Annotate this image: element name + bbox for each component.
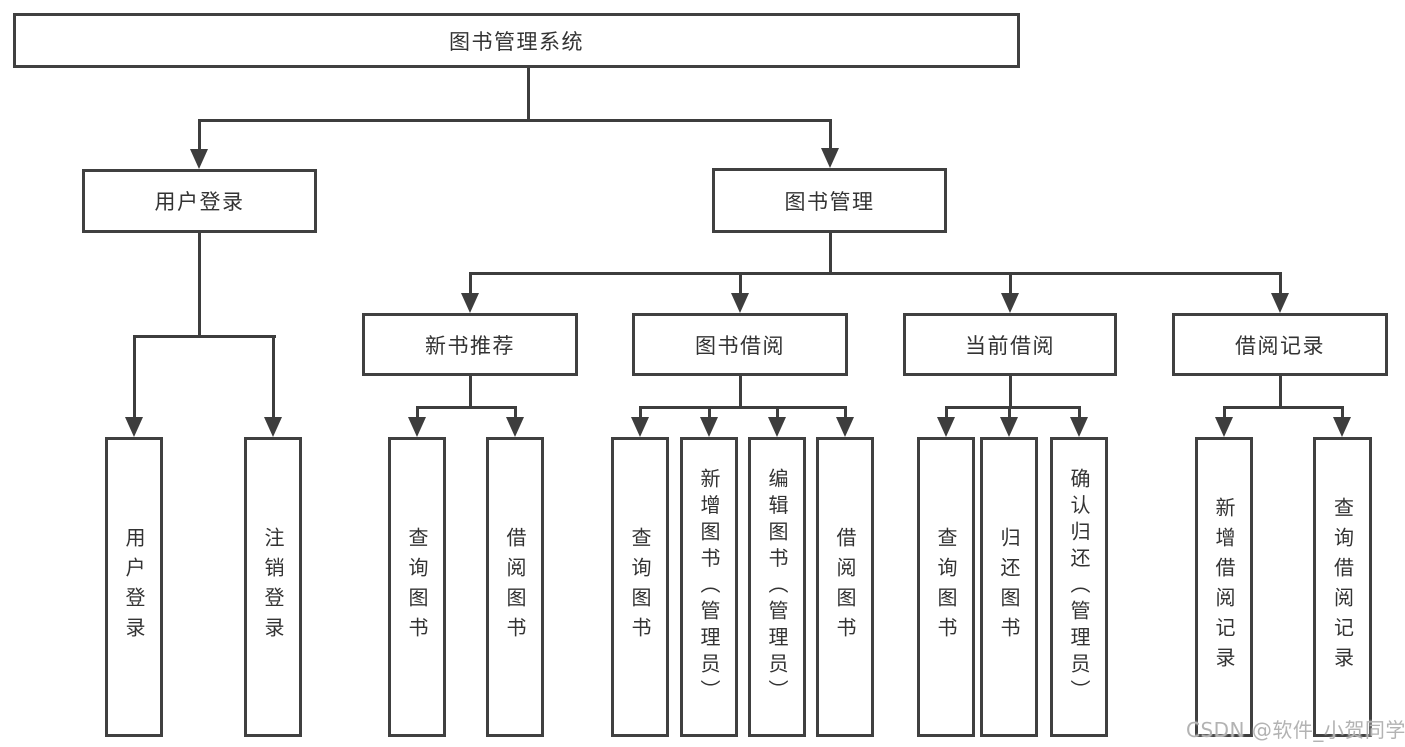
node-borrowing-records: 借阅记录 [1172,313,1388,376]
connector-current-borrowing-stem [1008,273,1012,298]
connector-level2-hline [197,118,832,122]
connector-borrowing-drop-vline [738,376,742,409]
connector-leaf-user-login-stem [132,336,136,421]
connector-user-login-drop-vline [197,233,201,338]
node-leaf-current-confirm-return-label: 确认归还（管理员） [1067,468,1091,706]
connector-current-query-stem [944,407,948,422]
connector-root-drop-vline [526,68,530,121]
node-leaf-records-query-record-label: 查询借阅记录 [1330,497,1355,677]
node-leaf-user-login: 用户登录 [105,437,163,737]
node-leaf-records-query-record: 查询借阅记录 [1313,437,1372,737]
arrow-to-book-borrowing [731,293,749,313]
node-leaf-borrowing-add-book-label: 新增图书（管理员） [697,468,721,706]
node-user-login: 用户登录 [82,169,317,233]
node-leaf-current-query-book: 查询图书 [917,437,975,737]
csdn-watermark: CSDN @软件_小贺同学 [1186,718,1405,742]
node-leaf-current-return-book-label: 归还图书 [997,527,1021,647]
connector-user-login-stem [197,120,201,160]
node-leaf-logout: 注销登录 [244,437,302,737]
node-leaf-borrowing-borrow-book: 借阅图书 [816,437,874,737]
node-leaf-borrowing-edit-book: 编辑图书（管理员） [748,437,806,737]
node-borrowing-records-label: 借阅记录 [1235,333,1325,358]
node-leaf-borrowing-add-book: 新增图书（管理员） [680,437,738,737]
node-leaf-borrowing-edit-book-label: 编辑图书（管理员） [765,468,789,706]
node-new-book-recommend: 新书推荐 [362,313,578,376]
connector-leaf-logout-stem [271,336,275,421]
connector-current-hline [944,405,1081,409]
arrow-to-records-query-record [1333,417,1351,437]
node-book-borrowing: 图书借阅 [632,313,848,376]
node-leaf-current-confirm-return: 确认归还（管理员） [1050,437,1108,737]
connector-new-book-recommend-stem [468,273,472,298]
node-book-management-label: 图书管理 [784,189,875,214]
arrow-to-current-query-book [937,417,955,437]
connector-recommend-query-stem [415,407,419,422]
connector-book-management-stem [828,120,832,160]
node-book-borrowing-label: 图书借阅 [695,333,785,358]
arrow-to-new-book-recommend [461,293,479,313]
connector-borrowing-query-stem [638,407,642,422]
connector-borrowing-edit-stem [775,407,779,422]
connector-records-hline [1222,405,1344,409]
arrow-to-user-login [190,149,208,169]
node-leaf-current-query-book-label: 查询图书 [934,527,958,647]
arrow-to-borrowing-records [1271,293,1289,313]
arrow-to-current-borrowing [1001,293,1019,313]
node-book-management: 图书管理 [712,168,947,233]
connector-book-management-drop-vline [828,233,832,275]
connector-recommend-hline [415,405,517,409]
node-leaf-records-add-record: 新增借阅记录 [1195,437,1253,737]
arrow-to-borrowing-edit-book [768,417,786,437]
node-leaf-logout-label: 注销登录 [261,527,285,647]
node-current-borrowing: 当前借阅 [903,313,1117,376]
connector-borrowing-add-stem [707,407,711,422]
connector-recommend-borrow-stem [513,407,517,422]
node-leaf-recommend-borrow-book: 借阅图书 [486,437,544,737]
arrow-to-book-management [821,148,839,168]
connector-recommend-drop-vline [468,376,472,409]
connector-borrowing-borrow-stem [843,407,847,422]
connector-borrowing-records-stem [1278,273,1282,298]
arrow-to-leaf-logout [264,417,282,437]
node-root-label: 图书管理系统 [449,29,584,54]
node-leaf-borrowing-query-book: 查询图书 [611,437,669,737]
node-user-login-label: 用户登录 [154,190,245,214]
connector-book-borrowing-stem [738,273,742,298]
arrow-to-recommend-query-book [408,417,426,437]
connector-current-confirm-stem [1077,407,1081,422]
node-root: 图书管理系统 [13,13,1020,68]
arrow-to-leaf-user-login [125,417,143,437]
connector-records-query-stem [1340,407,1344,422]
connector-records-drop-vline [1278,376,1282,409]
node-new-book-recommend-label: 新书推荐 [425,333,515,358]
node-leaf-borrowing-query-book-label: 查询图书 [628,527,652,647]
connector-current-drop-vline [1008,376,1012,409]
connector-borrowing-hline [638,405,847,409]
arrow-to-recommend-borrow-book [506,417,524,437]
arrow-to-current-return-book [1000,417,1018,437]
node-leaf-current-return-book: 归还图书 [980,437,1038,737]
node-leaf-recommend-query-book: 查询图书 [388,437,446,737]
connector-records-add-stem [1222,407,1226,422]
arrow-to-current-confirm-return [1070,417,1088,437]
connector-current-return-stem [1007,407,1011,422]
node-current-borrowing-label: 当前借阅 [965,333,1055,358]
arrow-to-borrowing-query-book [631,417,649,437]
node-leaf-records-add-record-label: 新增借阅记录 [1212,497,1236,677]
connector-user-login-hline [132,334,276,338]
connector-level3-hline [468,271,1282,275]
node-leaf-recommend-query-book-label: 查询图书 [405,527,429,647]
node-leaf-recommend-borrow-book-label: 借阅图书 [503,527,527,647]
arrow-to-borrowing-borrow-book [836,417,854,437]
arrow-to-records-add-record [1215,417,1233,437]
arrow-to-borrowing-add-book [700,417,718,437]
node-leaf-borrowing-borrow-book-label: 借阅图书 [833,527,857,647]
node-leaf-user-login-label: 用户登录 [122,527,146,647]
